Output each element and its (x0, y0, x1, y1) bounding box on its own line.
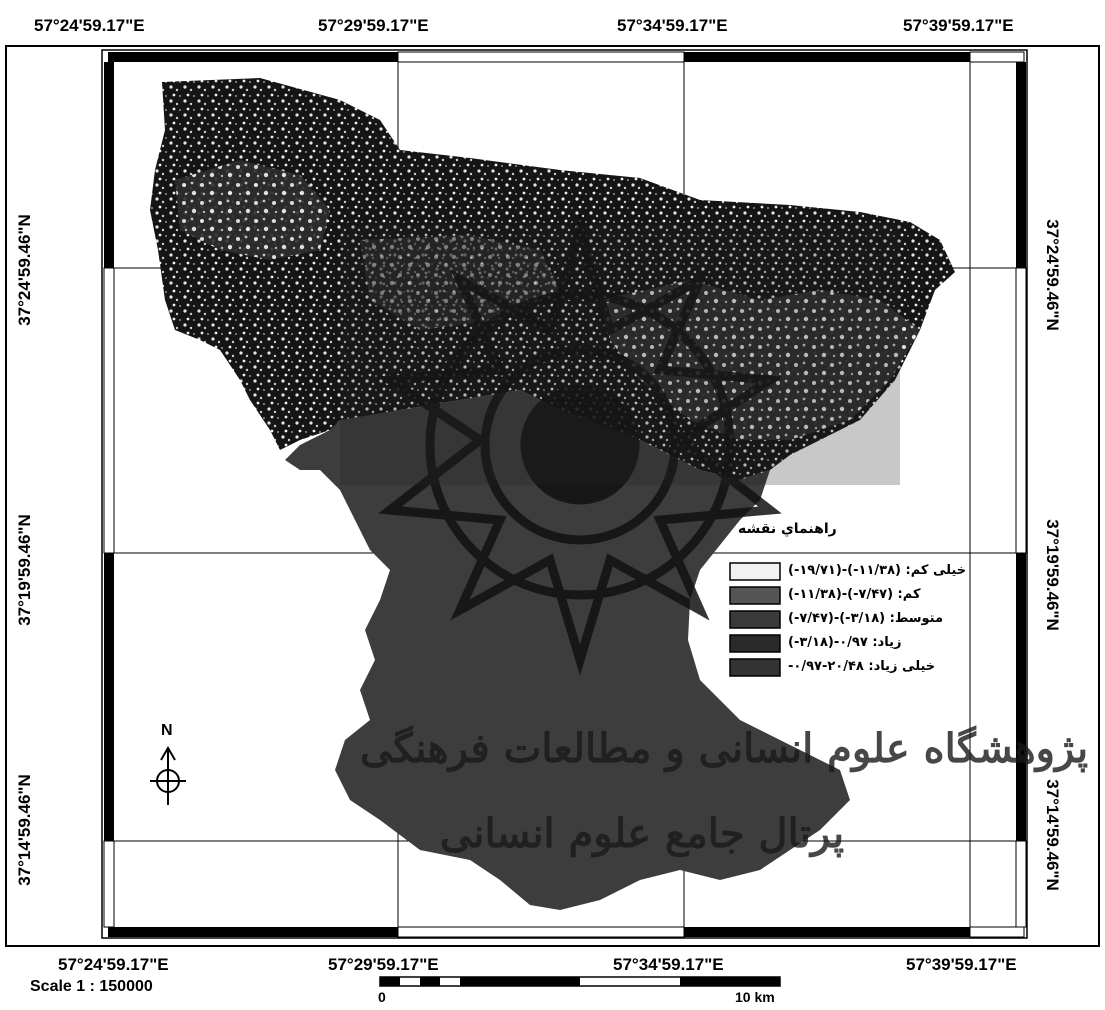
north-label: N (161, 722, 173, 739)
scale-start: 0 (378, 989, 386, 1005)
legend-item-2: کم: (۷/۴۷-)-(۱۱/۳۸-) (788, 587, 921, 602)
coord-bottom-2: 57°29'59.17"E (328, 955, 439, 974)
legend-item-3: متوسط: (۳/۱۸-)-(۷/۴۷-) (788, 611, 944, 626)
coord-top-1: 57°24'59.17"E (34, 16, 145, 35)
coord-bottom-3: 57°34'59.17"E (613, 955, 724, 974)
watermark-rosette (376, 214, 784, 676)
legend-swatches (729, 562, 781, 677)
legend-item-4: زیاد: ۰/۹۷-(۳/۱۸-) (788, 635, 902, 650)
coord-top-4: 57°39'59.17"E (903, 16, 1014, 35)
watermark-text-1: پژوهشگاه علوم انسانی و مطالعات فرهنگی (360, 725, 1089, 772)
legend-item-5: خیلی زیاد: ۲۰/۴۸-۰/۹۷- (788, 659, 936, 674)
legend-title: راهنماي نقشه (738, 521, 837, 537)
coord-bottom-1: 57°24'59.17"E (58, 955, 169, 974)
coord-top-2: 57°29'59.17"E (318, 16, 429, 35)
outer-frame (5, 45, 1100, 947)
scale-label: Scale 1 : 150000 (30, 978, 153, 995)
scale-bar (379, 976, 781, 987)
coord-bottom-4: 57°39'59.17"E (906, 955, 1017, 974)
watermark-text-2: پرتال جامع علوم انسانی (440, 810, 845, 857)
north-arrow-icon (150, 746, 186, 805)
coord-top-3: 57°34'59.17"E (617, 16, 728, 35)
legend-item-1: خیلی کم: (۱۱/۳۸-)-(۱۹/۷۱-) (788, 563, 967, 578)
scale-end: 10 km (735, 989, 775, 1005)
